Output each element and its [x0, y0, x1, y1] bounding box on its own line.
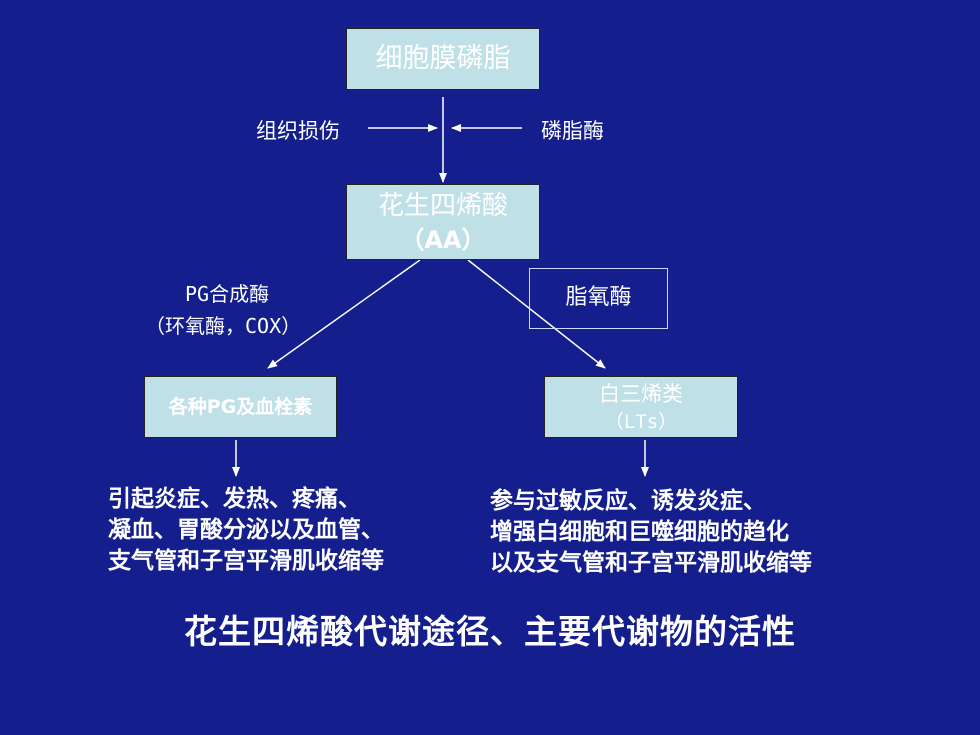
- leukotrienes-box: 白三烯类 （LTs）: [544, 376, 738, 438]
- pg-effects-line: 引起炎症、发热、疼痛、: [108, 486, 361, 512]
- arachidonic-acid-abbr: （AA）: [400, 226, 486, 254]
- pg-effects-text: 引起炎症、发热、疼痛、 凝血、胃酸分泌以及血管、 支气管和子宫平滑肌收缩等: [108, 484, 384, 577]
- cox-name: （环氧酶，COX）: [145, 314, 302, 338]
- pg-thromboxane-box: 各种PG及血栓素: [144, 376, 337, 438]
- membrane-phospholipid-label: 细胞膜磷脂: [375, 43, 511, 74]
- pg-effects-line: 支气管和子宫平滑肌收缩等: [108, 548, 384, 574]
- lipoxygenase-label: 脂氧酶: [565, 285, 632, 310]
- arrow-aa-to-pg: [267, 259, 421, 369]
- lts-effects-text: 参与过敏反应、诱发炎症、 增强白细胞和巨噬细胞的趋化 以及支气管和子宫平滑肌收缩…: [490, 486, 812, 579]
- arachidonic-acid-label: 花生四烯酸: [377, 191, 508, 221]
- phospholipase-label: 磷脂酶: [541, 119, 604, 143]
- pg-effects-line: 凝血、胃酸分泌以及血管、: [108, 517, 384, 543]
- slide-title: 花生四烯酸代谢途径、主要代谢物的活性: [184, 612, 796, 651]
- lipoxygenase-box: 脂氧酶: [529, 268, 668, 329]
- leukotrienes-abbr: （LTs）: [604, 411, 678, 433]
- lts-effects-line: 参与过敏反应、诱发炎症、: [490, 488, 766, 514]
- tissue-damage-label: 组织损伤: [256, 119, 340, 143]
- arachidonic-acid-box: 花生四烯酸 （AA）: [346, 184, 540, 260]
- pg-synthase-name: PG合成酶: [185, 282, 270, 306]
- pg-synthase-label: PG合成酶 （环氧酶，COX）: [145, 278, 301, 342]
- lts-effects-line: 增强白细胞和巨噬细胞的趋化: [490, 519, 789, 545]
- membrane-phospholipid-box: 细胞膜磷脂: [346, 28, 540, 90]
- pg-thromboxane-label: 各种PG及血栓素: [168, 396, 313, 418]
- leukotrienes-label: 白三烯类: [599, 382, 683, 406]
- lts-effects-line: 以及支气管和子宫平滑肌收缩等: [490, 550, 812, 576]
- arrow-aa-to-lts: [467, 259, 606, 369]
